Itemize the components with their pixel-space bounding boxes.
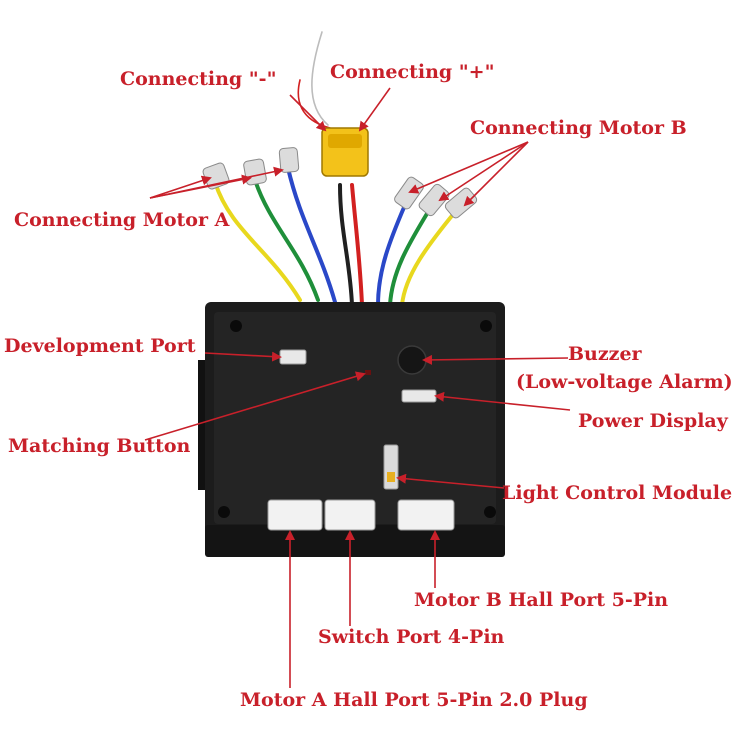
switch-port-connector (324, 499, 376, 531)
motor-a-green-wire (253, 178, 320, 302)
label-low-voltage-alarm: (Low-voltage Alarm) (516, 371, 733, 393)
label-switch-port: Switch Port 4-Pin (318, 626, 505, 648)
label-connecting-motor-a: Connecting Motor A (14, 209, 230, 231)
xt60-connector (321, 127, 369, 177)
label-power-display: Power Display (578, 410, 728, 432)
label-buzzer: Buzzer (568, 343, 642, 365)
power-display-connector (401, 389, 437, 403)
screw-hole-bottom-right (484, 506, 496, 518)
motor-a-blue-wire (286, 166, 337, 304)
power-black-wire (338, 183, 354, 307)
controller-board (198, 302, 505, 557)
motor-a-hall-port-connector (267, 499, 323, 531)
label-motor-b-hall-port: Motor B Hall Port 5-Pin (414, 589, 669, 611)
motor-b-blue-wire (376, 203, 407, 307)
screw-hole-top-right (480, 320, 492, 332)
arrow-motor-b-3 (463, 141, 529, 207)
label-connecting-motor-b: Connecting Motor B (470, 117, 687, 139)
thin-white-wire (311, 31, 329, 126)
board-face (214, 312, 496, 524)
motor-a-terminal-2 (243, 158, 267, 186)
label-light-control-module: Light Control Module (502, 482, 733, 504)
development-port-connector (279, 349, 307, 365)
callout-arrows (144, 87, 571, 688)
motor-b-terminal-3 (444, 187, 478, 219)
label-connecting-plus: Connecting "+" (330, 61, 495, 83)
light-control-module (383, 444, 399, 490)
screw-hole-bottom-left (218, 506, 230, 518)
matching-button (365, 370, 371, 375)
label-matching-button: Matching Button (8, 435, 191, 457)
label-motor-a-hall-port: Motor A Hall Port 5-Pin 2.0 Plug (240, 689, 588, 711)
arrow-development-port (204, 351, 282, 362)
motor-b-green-wire (388, 210, 430, 307)
xt60-face (328, 134, 362, 148)
arrow-matching-button (144, 371, 366, 441)
label-development-port: Development Port (4, 335, 196, 357)
motor-a-wires (213, 166, 337, 304)
arrow-buzzer (422, 354, 569, 365)
arrow-motor-a-3 (149, 166, 284, 199)
motor-a-terminal-3 (278, 147, 300, 173)
arrow-motor-b-2 (438, 141, 529, 202)
arrow-connecting-plus (358, 87, 391, 132)
screw-hole-top-left (230, 320, 242, 332)
label-connecting-minus: Connecting "-" (120, 68, 277, 90)
arrow-connecting-minus (289, 94, 327, 132)
motor-b-terminals (394, 176, 478, 219)
arrow-motor-b-1 (408, 141, 529, 194)
light-control-led (387, 472, 395, 482)
motor-b-yellow-wire (400, 210, 457, 307)
motor-b-hall-port-connector (397, 499, 455, 531)
arrow-light-control (396, 473, 505, 489)
power-red-wire (350, 183, 364, 307)
arrow-motor-a-1 (149, 175, 212, 199)
motor-b-wires (376, 203, 457, 307)
arrow-power-display (434, 391, 571, 411)
motor-a-yellow-wire (213, 180, 302, 302)
buzzer (397, 345, 427, 375)
